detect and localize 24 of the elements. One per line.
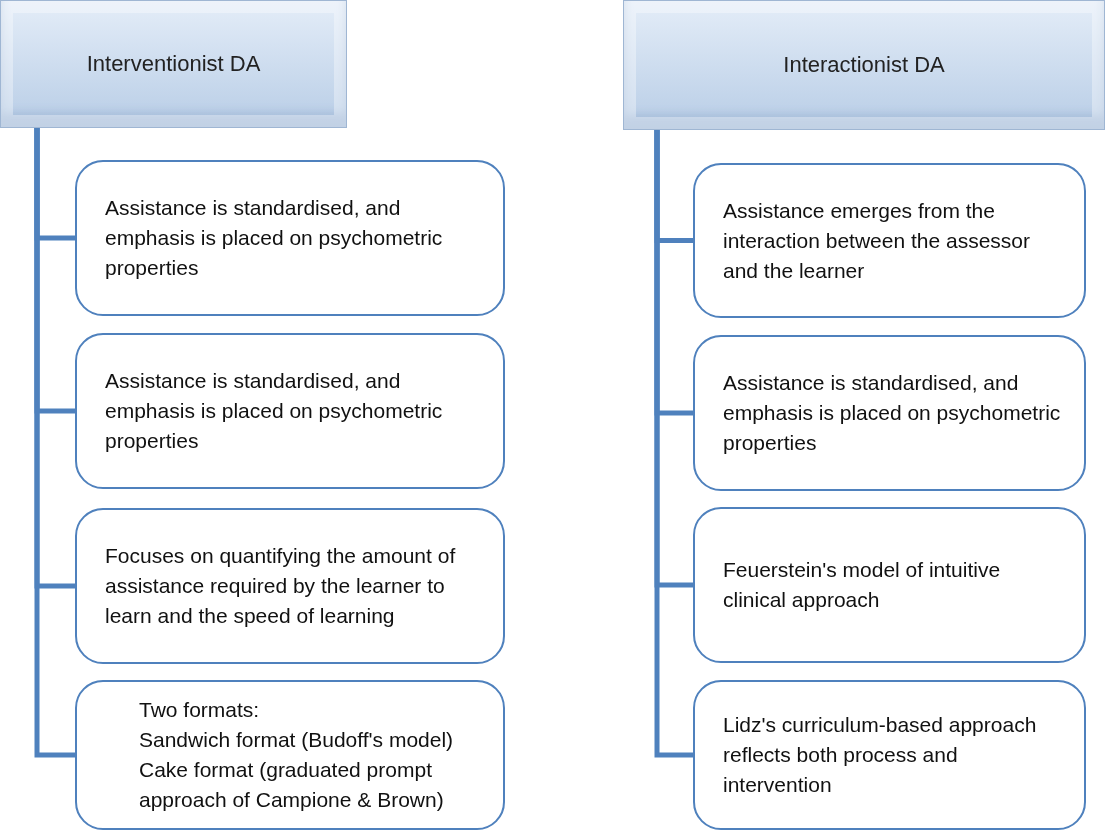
- text-box: [693, 163, 1086, 318]
- text-box: [693, 507, 1086, 663]
- connector-line: [34, 128, 75, 758]
- box-text: Assistance is standardised, and emphasis is placed on psychometric properties: [723, 370, 1062, 456]
- box-text: Assistance is standardised, and emphasis is placed on psychometric properties: [105, 195, 444, 281]
- text-box: [75, 508, 505, 664]
- text-box: [75, 160, 505, 316]
- text-box: [693, 680, 1086, 830]
- header-text: Interactionist DA: [783, 52, 945, 78]
- header-text: Interventionist DA: [86, 51, 261, 77]
- box-text: Sandwich format (Budoff's model): [139, 727, 455, 753]
- header-box: [0, 0, 347, 128]
- text-box: [693, 335, 1086, 491]
- header-box: [623, 0, 1105, 130]
- box-text: Cake format (graduated prompt approach of Campione & Brown): [139, 757, 445, 813]
- text-box: [75, 680, 505, 830]
- text-box: [75, 333, 505, 489]
- box-text: Two formats:: [139, 697, 261, 723]
- box-text: Lidz's curriculum-based approach reflects both process and intervention: [723, 712, 1038, 798]
- box-text: Feuerstein's model of intuitive clinical approach: [723, 557, 1002, 613]
- box-text: Assistance emerges from the interaction between the assessor and the learner: [723, 197, 1031, 284]
- box-text: Focuses on quantifying the amount of assistance required by the learner to learn and the speed of learning: [105, 543, 457, 629]
- box-text: Assistance is standardised, and emphasis is placed on psychometric properties: [105, 368, 444, 454]
- connector-line: [654, 130, 693, 758]
